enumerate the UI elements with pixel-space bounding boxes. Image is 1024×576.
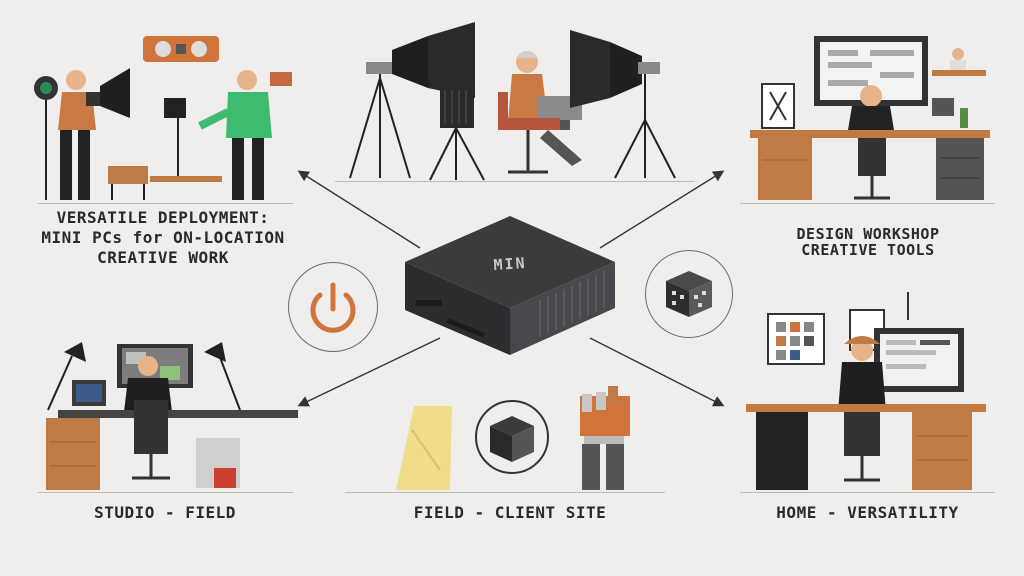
mini-pc-icon: [405, 216, 615, 355]
caption-top-right-line1: DESIGN WORKSHOP: [796, 225, 940, 243]
arrow-bottom-right: [589, 337, 725, 407]
power-icon-circle: [288, 262, 378, 352]
scene-studio-field: [46, 342, 298, 490]
caption-bottom-left: STUDIO - FIELD: [94, 503, 236, 522]
caption-top-left: VERSATILE DEPLOYMENT: MINI PCs for ON-LO…: [18, 208, 308, 268]
scene-photo-studio: [349, 22, 676, 181]
scene-home-versatility: [746, 292, 986, 490]
caption-top-right: DESIGN WORKSHOP CREATIVE TOOLS: [738, 226, 998, 258]
baseline-top-center: [335, 181, 695, 182]
baseline-bottom-right: [740, 492, 995, 493]
connector-arrows: [297, 170, 725, 407]
caption-bottom-center: FIELD - CLIENT SITE: [413, 503, 607, 522]
caption-bottom-right: HOME - VERSATILITY: [776, 503, 959, 522]
baseline-top-right: [740, 203, 995, 204]
power-icon: [310, 282, 356, 333]
baseline-top-left: [38, 203, 293, 204]
arrow-top-right: [599, 170, 725, 249]
scene-field-client-site: [396, 386, 630, 490]
arrow-top-left: [297, 170, 421, 249]
scene-design-workshop: [750, 36, 990, 200]
baseline-bottom-left: [38, 492, 293, 493]
caption-top-right-line2: CREATIVE TOOLS: [801, 241, 935, 259]
cube-icon: [666, 271, 712, 317]
caption-top-left-line2: MINI PCs for ON-LOCATION: [41, 228, 285, 247]
caption-top-left-line3: CREATIVE WORK: [97, 248, 229, 267]
arrow-bottom-left: [297, 337, 441, 407]
baseline-bottom-center: [345, 492, 665, 493]
caption-top-left-line1: VERSATILE DEPLOYMENT:: [56, 208, 270, 227]
cube-icon-circle: [645, 250, 733, 338]
scene-on-location: [34, 36, 292, 200]
